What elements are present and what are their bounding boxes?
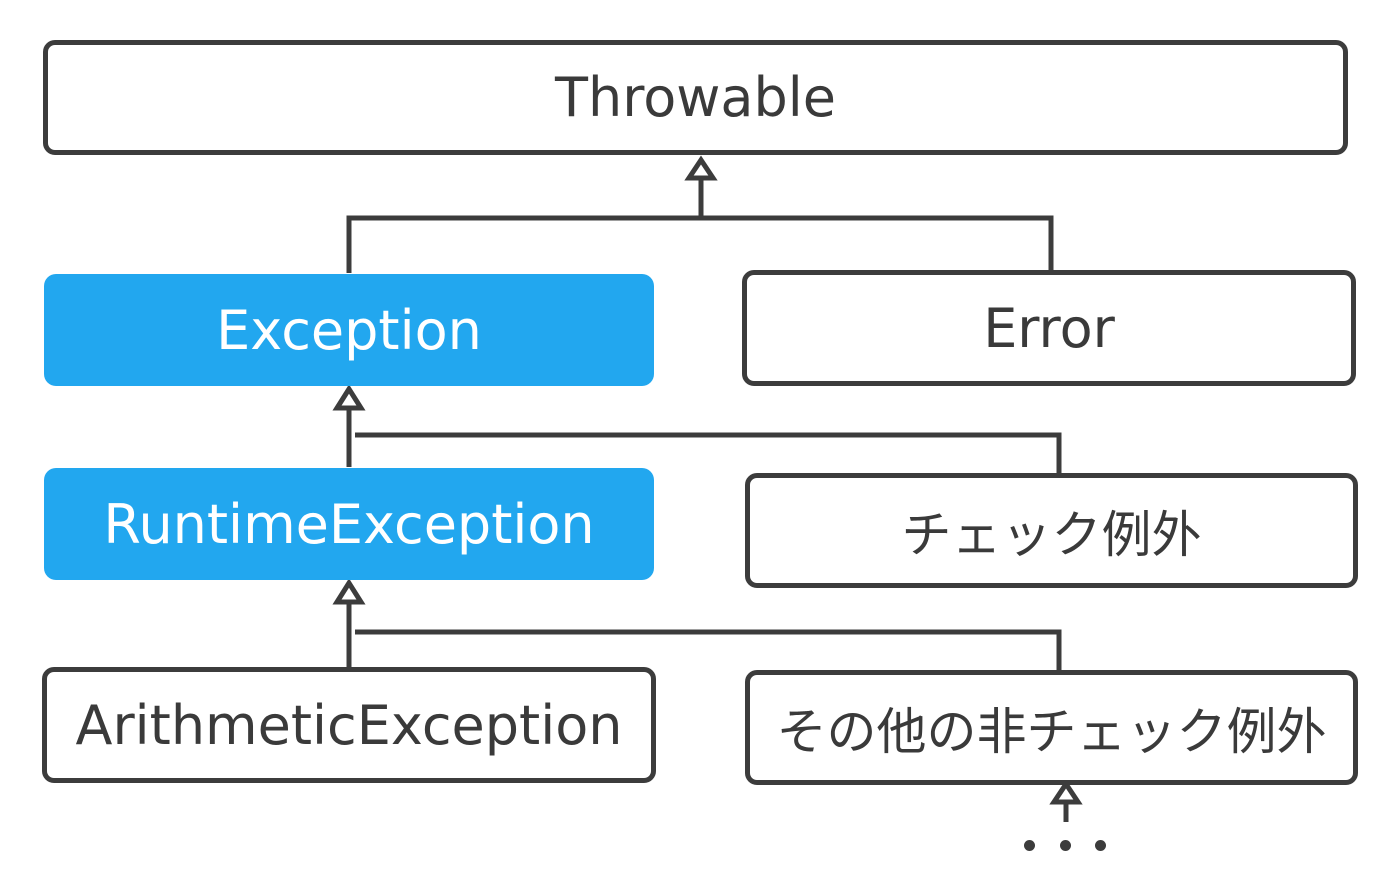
checked-exception-node: チェック例外: [745, 473, 1358, 588]
runtime-exception-label: RuntimeException: [103, 492, 595, 556]
runtime-exception-node: RuntimeException: [44, 468, 654, 580]
connector-exception: [346, 408, 1062, 473]
ellipsis-dot: [1024, 839, 1035, 851]
other-unchecked-label: その他の非チェック例外: [776, 702, 1327, 761]
arrowhead-exception: [332, 384, 366, 411]
arrowhead-other: [1049, 779, 1083, 805]
other-unchecked-node: その他の非チェック例外: [745, 670, 1358, 785]
connector-runtime: [346, 602, 1062, 670]
arithmetic-exception-label: ArithmeticException: [75, 693, 623, 757]
error-node: Error: [742, 270, 1356, 386]
arrowhead-runtime: [332, 578, 366, 605]
ellipsis-dot: [1059, 839, 1071, 851]
exception-node: Exception: [44, 274, 654, 386]
exception-label: Exception: [216, 298, 482, 362]
throwable-label: Throwable: [554, 66, 837, 129]
arrowhead-throwable: [684, 155, 718, 181]
error-label: Error: [983, 296, 1115, 360]
checked-exception-label: チェック例外: [901, 505, 1202, 564]
ellipsis-dot: [1095, 839, 1106, 851]
connector-throwable: [346, 178, 1054, 273]
throwable-node: Throwable: [43, 40, 1348, 155]
more-ellipsis: [1024, 830, 1106, 860]
arithmetic-exception-node: ArithmeticException: [42, 667, 656, 783]
